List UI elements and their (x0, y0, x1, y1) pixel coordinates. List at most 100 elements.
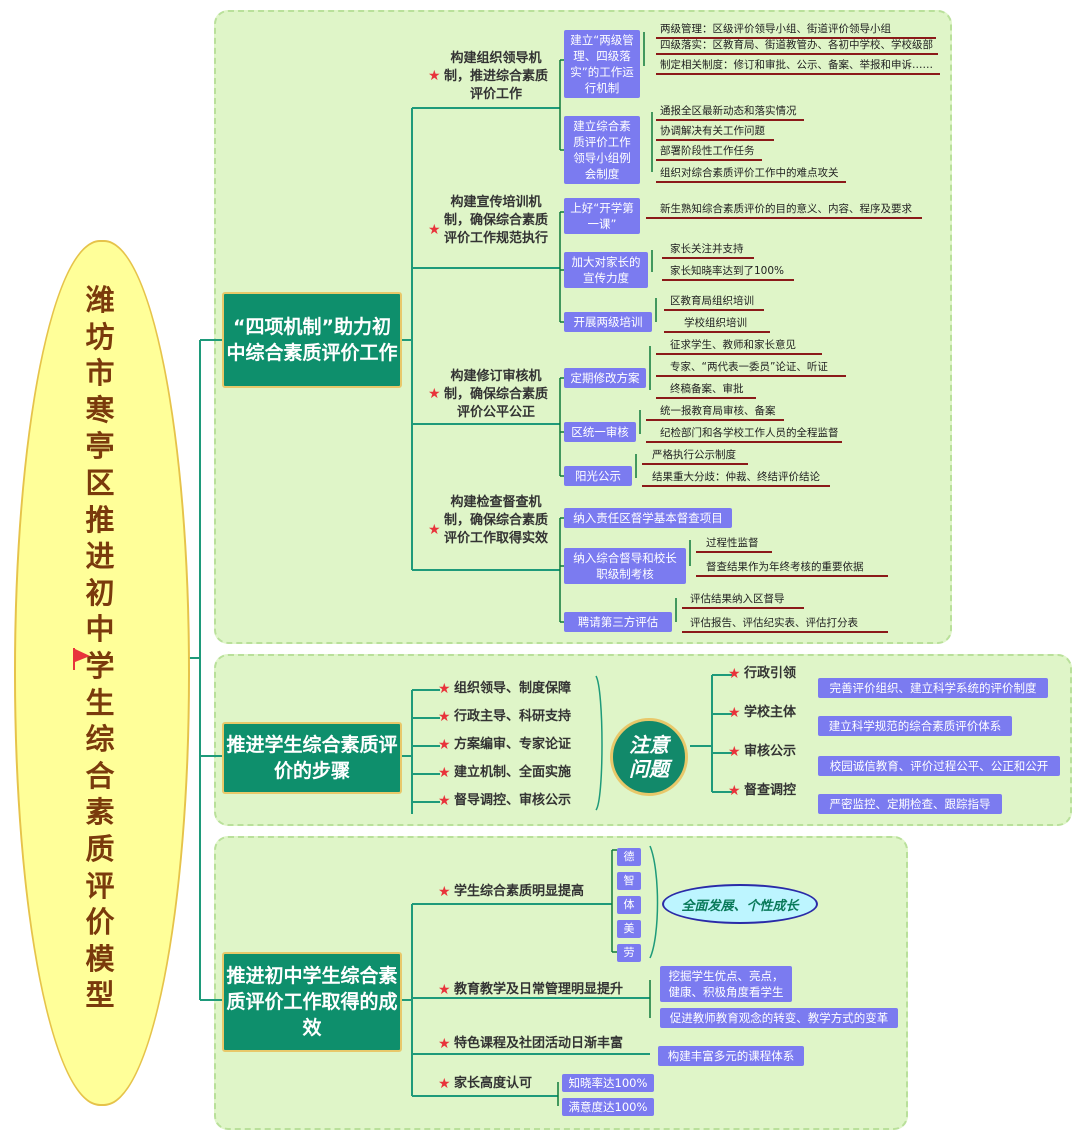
leaf-text: 统一报教育局审核、备案 (660, 405, 776, 417)
leaf-text: 评估报告、评估纪实表、评估打分表 (690, 617, 858, 629)
virtue-box: 劳 (617, 944, 641, 962)
virtue-box: 德 (617, 848, 641, 866)
leaf-underline (664, 309, 764, 311)
leaf-text: 学校组织培训 (684, 317, 747, 329)
main-node-steps: 推进学生综合素质评价的步骤 (222, 722, 402, 794)
leaf-text: 制定相关制度：修订和审批、公示、备案、举报和申诉…… (660, 59, 933, 71)
leaf-underline (656, 119, 804, 121)
section-title: 构建检查督查机制，确保综合素质评价工作取得实效 (444, 495, 549, 546)
issue-detail: 严密监控、定期检查、跟踪指导 (818, 794, 1002, 814)
item-box: 定期修改方案 (564, 368, 646, 388)
issue-detail: 建立科学规范的综合素质评价体系 (818, 716, 1012, 736)
item-box: 建立“两级管理、四级落实”的工作运行机制 (564, 30, 640, 98)
item-box: 聘请第三方评估 (564, 612, 672, 632)
leaf-text: 评估结果纳入区督导 (690, 593, 785, 605)
step-label: 组织领导、制度保障 (454, 681, 572, 696)
star-icon: ★ (438, 737, 451, 753)
section-title: 构建宣传培训机制，确保综合素质评价工作规范执行 (444, 195, 549, 246)
leaf-underline (656, 73, 940, 75)
leaf-text: 部署阶段性工作任务 (660, 145, 755, 157)
result-detail: 挖掘学生优点、亮点，健康、积极角度看学生 (660, 966, 792, 1002)
step-label: 方案编审、专家论证 (454, 737, 572, 752)
star-icon: ★ (728, 666, 741, 682)
result-detail: 促进教师教育观念的转变、教学方式的变革 (660, 1008, 898, 1028)
star-icon: ★ (438, 709, 451, 725)
item-box: 建立综合素质评价工作领导小组例会制度 (564, 116, 640, 184)
leaf-text: 区教育局组织培训 (670, 295, 754, 307)
root-title: 潍坊市寒亭区推进初中学生综合素质评价模型 (85, 283, 115, 1013)
leaf-underline (656, 181, 846, 183)
leaf-text: 家长关注并支持 (670, 243, 744, 255)
leaf-text: 两级管理：区级评价领导小组、街道评价领导小组 (660, 23, 891, 35)
star-icon: ★ (728, 705, 741, 721)
result-label: 家长高度认可 (454, 1076, 533, 1091)
leaf-text: 四级落实：区教育局、街道教管办、各初中学校、学校级部 (660, 39, 933, 51)
notice-circle: 注意问题 (610, 718, 688, 796)
leaf-text: 征求学生、教师和家长意见 (670, 339, 796, 351)
leaf-underline (656, 375, 846, 377)
leaf-underline (656, 37, 936, 39)
section-title: 构建组织领导机制，推进综合素质评价工作 (444, 51, 549, 102)
leaf-underline (656, 139, 774, 141)
goal-label: 全面发展、个性成长 (681, 898, 799, 914)
star-icon: ★ (438, 982, 451, 998)
leaf-underline (682, 607, 804, 609)
result-label: 学生综合素质明显提高 (454, 884, 585, 899)
leaf-text: 新生熟知综合素质评价的目的意义、内容、程序及要求 (660, 203, 912, 215)
main-node-steps-label: 推进学生综合素质评价的步骤 (226, 734, 398, 782)
leaf-text: 家长知晓率达到了100% (670, 265, 785, 277)
leaf-underline (642, 485, 830, 487)
section-title: 构建修订审核机制，确保综合素质评价公平公正 (444, 369, 549, 420)
star-icon: ★ (428, 68, 441, 84)
leaf-underline (696, 551, 772, 553)
leaf-text: 组织对综合素质评价工作中的难点攻关 (660, 167, 839, 179)
leaf-underline (656, 159, 762, 161)
star-icon: ★ (438, 884, 451, 900)
star-icon: ★ (438, 765, 451, 781)
flag-icon (73, 648, 90, 670)
leaf-text: 过程性监督 (706, 537, 759, 549)
leaf-underline (656, 53, 938, 55)
leaf-text: 督查结果作为年终考核的重要依据 (706, 561, 864, 573)
result-detail: 构建丰富多元的课程体系 (658, 1046, 804, 1066)
item-box: 阳光公示 (564, 466, 632, 486)
leaf-text: 纪检部门和各学校工作人员的全程监督 (660, 427, 839, 439)
issue-detail: 校园诚信教育、评价过程公平、公正和公开 (818, 756, 1060, 776)
leaf-underline (656, 397, 756, 399)
result-detail: 知晓率达100% (562, 1074, 654, 1092)
issue-label: 行政引领 (744, 666, 797, 681)
leaf-underline (662, 257, 754, 259)
main-node-mechanisms-label: “四项机制”助力初中综合素质评价工作 (226, 316, 398, 364)
virtue-box: 智 (617, 872, 641, 890)
result-detail: 满意度达100% (562, 1098, 654, 1116)
star-icon: ★ (728, 783, 741, 799)
leaf-underline (646, 217, 922, 219)
leaf-underline (642, 463, 748, 465)
star-icon: ★ (438, 681, 451, 697)
step-label: 行政主导、科研支持 (454, 709, 572, 724)
result-label: 特色课程及社团活动日渐丰富 (454, 1036, 624, 1051)
leaf-text: 结果重大分歧：仲裁、终结评价结论 (652, 471, 820, 483)
leaf-underline (656, 353, 822, 355)
virtue-box: 美 (617, 920, 641, 938)
star-icon: ★ (728, 744, 741, 760)
leaf-text: 严格执行公示制度 (652, 449, 736, 461)
star-icon: ★ (428, 222, 441, 238)
star-icon: ★ (438, 793, 451, 809)
leaf-text: 通报全区最新动态和落实情况 (660, 105, 797, 117)
leaf-underline (682, 631, 888, 633)
issue-label: 学校主体 (744, 705, 797, 720)
item-box: 纳入责任区督学基本督查项目 (564, 508, 732, 528)
star-icon: ★ (428, 522, 441, 538)
leaf-underline (646, 441, 842, 443)
leaf-underline (646, 419, 784, 421)
leaf-text: 终稿备案、审批 (670, 383, 744, 395)
star-icon: ★ (438, 1076, 451, 1092)
item-box: 开展两级培训 (564, 312, 652, 332)
main-node-mechanisms: “四项机制”助力初中综合素质评价工作 (222, 292, 402, 388)
goal-ellipse: 全面发展、个性成长 (662, 884, 818, 924)
item-box: 纳入综合督导和校长职级制考核 (564, 548, 686, 584)
leaf-underline (664, 331, 770, 333)
item-box: 加大对家长的宣传力度 (564, 252, 648, 288)
step-label: 督导调控、审核公示 (454, 793, 572, 808)
